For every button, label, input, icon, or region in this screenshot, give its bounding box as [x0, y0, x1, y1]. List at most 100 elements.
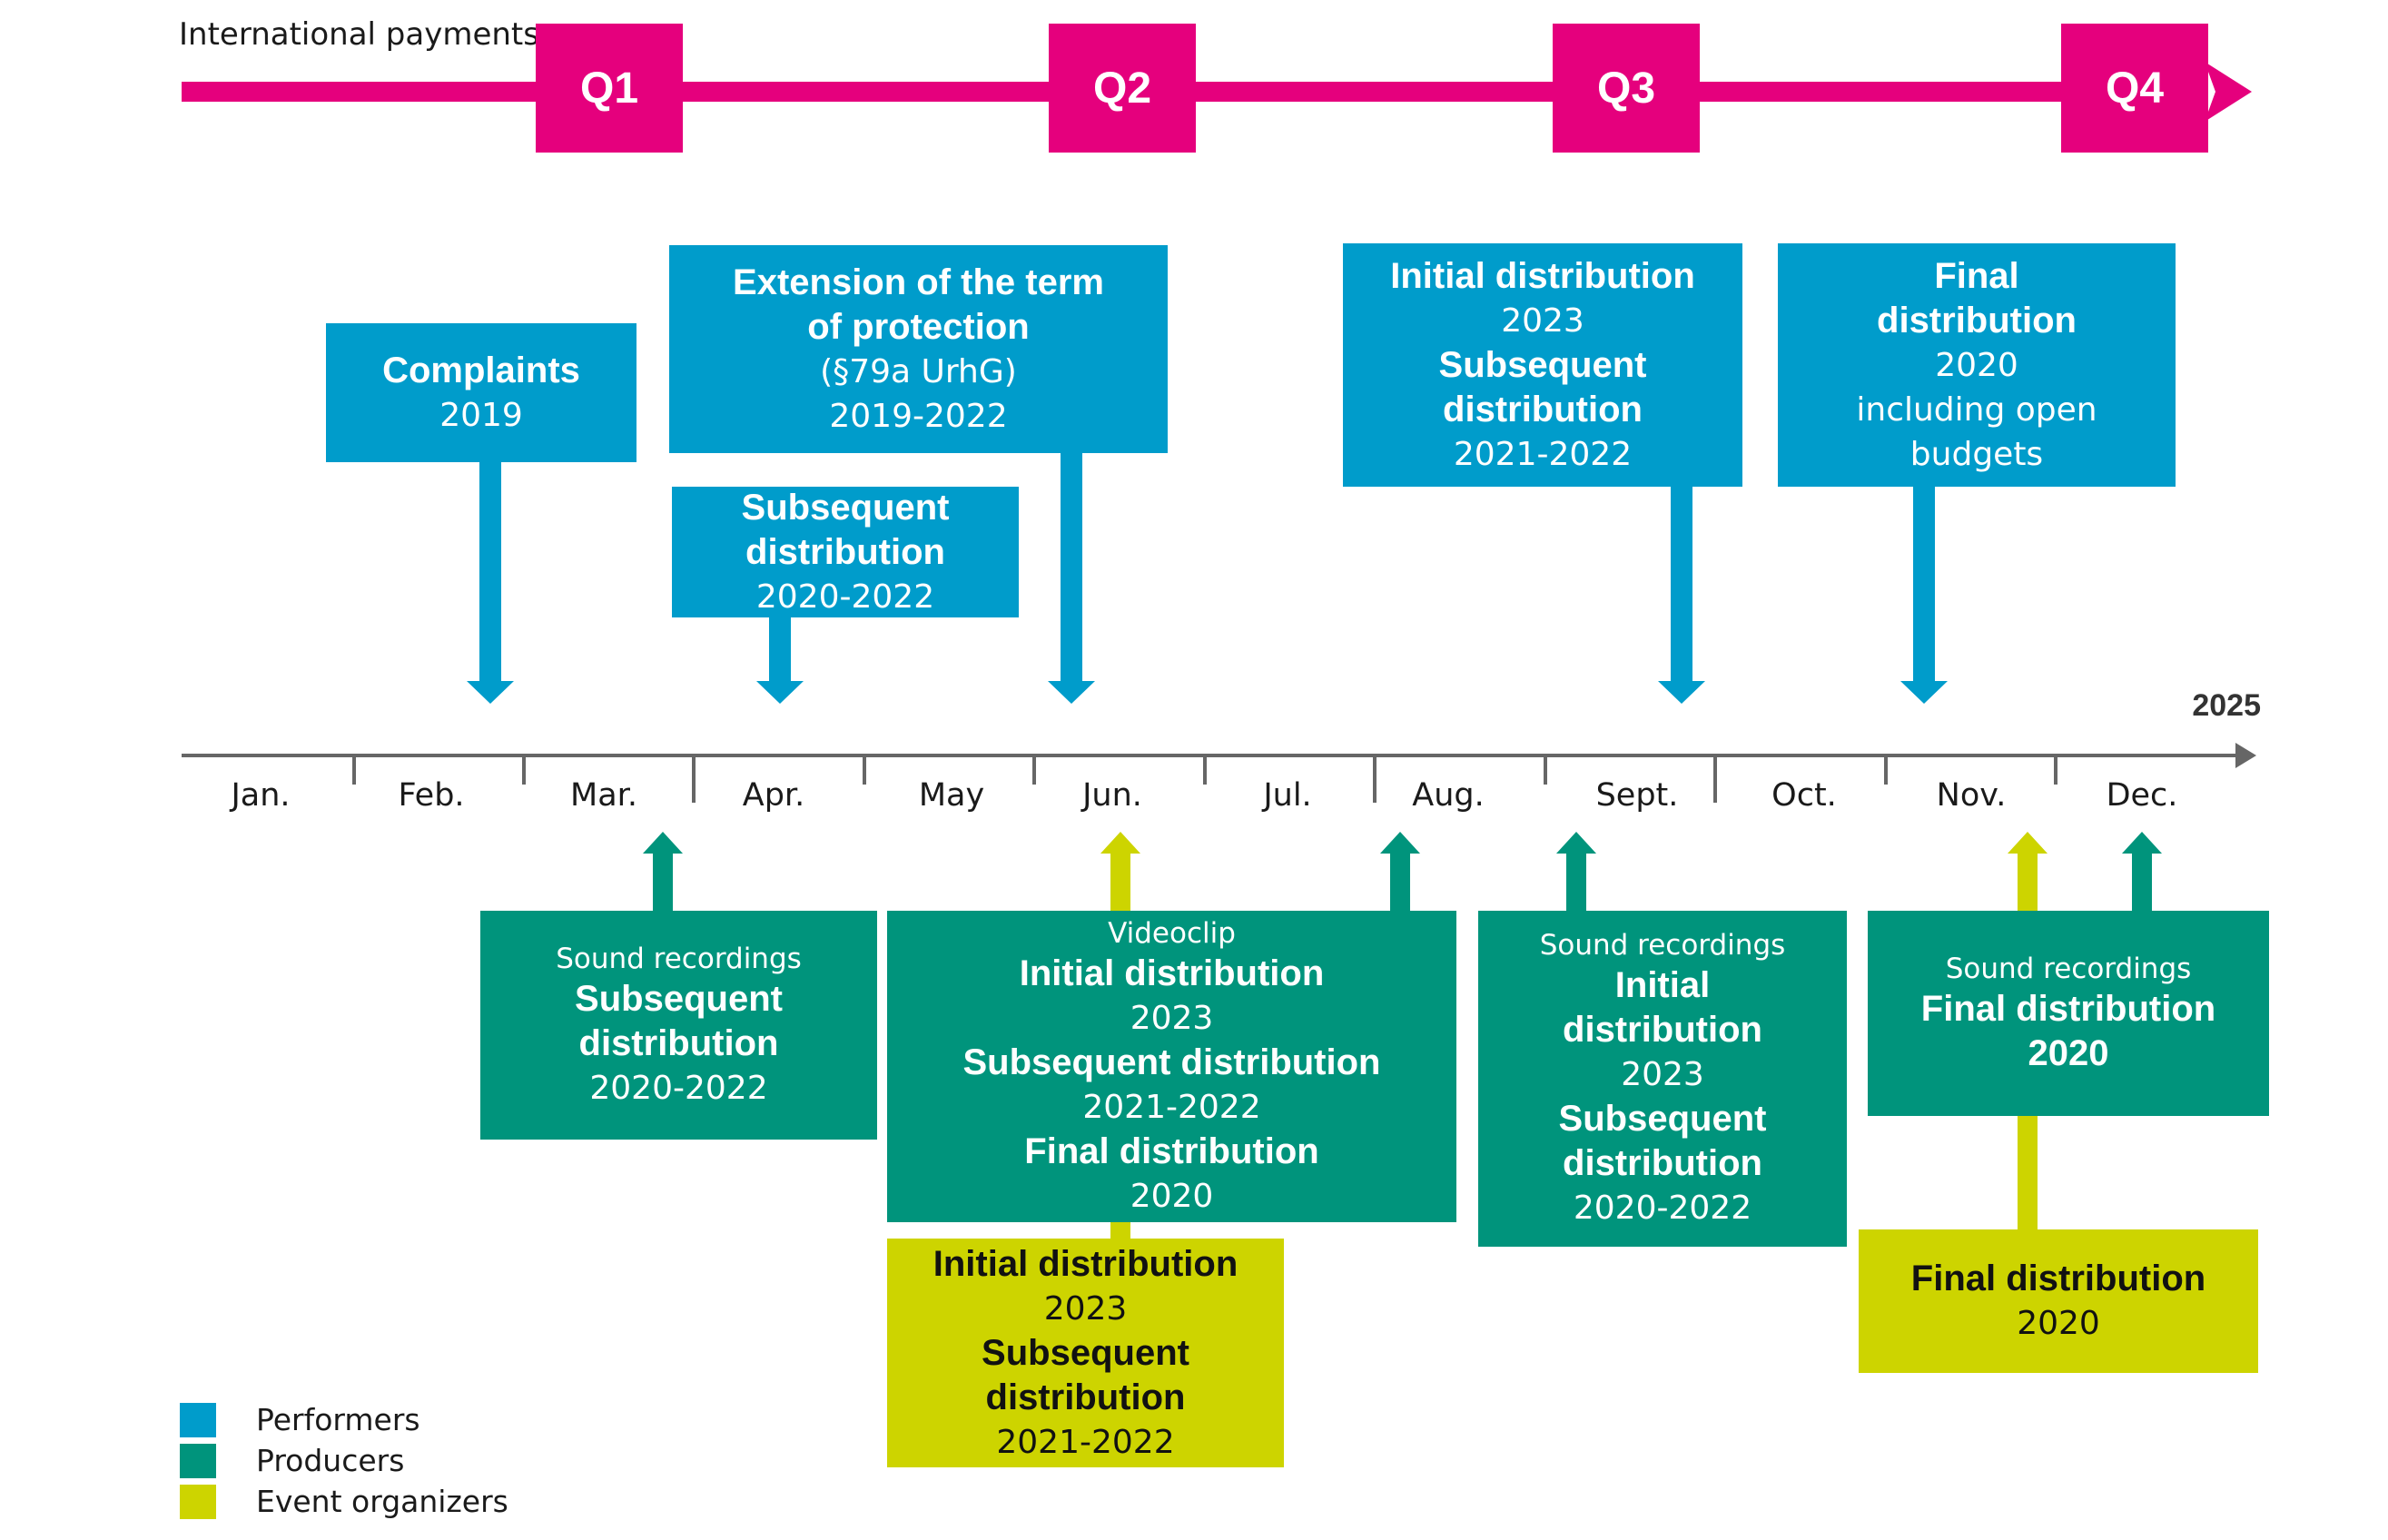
- box-title: Subsequent distribution: [575, 978, 783, 1063]
- box-note: including open budgets: [1856, 390, 2097, 473]
- producers-mar-box: Sound recordings Subsequent distribution…: [480, 911, 877, 1140]
- arrow-dec-shaft: [2132, 852, 2152, 912]
- month-jan: Jan.: [231, 777, 291, 814]
- box-category: Sound recordings: [556, 942, 802, 975]
- arrow-nov-up-shaft: [2018, 852, 2038, 912]
- performers-nov-box: Final distribution 2020 including open b…: [1778, 243, 2176, 487]
- month-axis-arrowhead: [2235, 743, 2256, 768]
- arrow-aug-head: [1380, 832, 1420, 854]
- month-feb: Feb.: [398, 777, 465, 814]
- performers-sept-box: Initial distribution 2023 Subsequent dis…: [1343, 243, 1742, 487]
- box-year-1: 2023: [1621, 1056, 1704, 1093]
- month-oct: Oct.: [1771, 777, 1837, 814]
- box-law: (§79a UrhG): [820, 352, 1017, 390]
- performer-arrows: [467, 449, 1948, 704]
- producers-jun-box: Videoclip Initial distribution 2023 Subs…: [887, 911, 1456, 1222]
- arrow-mar-head: [643, 832, 683, 854]
- event-organizers-nov-box: Final distribution 2020: [1859, 1229, 2258, 1373]
- arrow-nov-up-head: [2008, 832, 2048, 854]
- legend-swatch-event-organizers: [180, 1484, 216, 1519]
- arrow-nov-connector: [2018, 1111, 2038, 1231]
- legend-label: Event organizers: [256, 1484, 508, 1519]
- box-title: Subsequent distribution: [741, 487, 950, 572]
- quarter-q2: Q2: [1049, 24, 1196, 153]
- month-may: May: [918, 777, 985, 814]
- year-label: 2025: [2192, 688, 2261, 723]
- producer-arrows: [643, 832, 2162, 912]
- arrow-extension-head: [1048, 681, 1095, 704]
- event-organizers-jun-box: Initial distribution 2023 Subsequent dis…: [887, 1239, 1284, 1467]
- box-category: Sound recordings: [1539, 929, 1786, 962]
- arrow-dec-head: [2122, 832, 2162, 854]
- box-title: Extension of the term of protection: [733, 262, 1104, 347]
- month-jul: Jul.: [1263, 777, 1312, 814]
- arrow-complaints-shaft: [479, 454, 501, 685]
- box-years: 2020-2022: [589, 1069, 768, 1107]
- box-years-2: 2021-2022: [996, 1423, 1175, 1461]
- arrow-sept-up-shaft: [1566, 852, 1586, 912]
- box-category: Sound recordings: [1945, 953, 2192, 985]
- box-title-1: Initial distribution: [1019, 953, 1325, 993]
- box-title-1: Initial distribution: [1563, 965, 1762, 1050]
- box-years-2: 2021-2022: [1082, 1088, 1261, 1126]
- box-title-3: Final distribution: [1024, 1130, 1319, 1171]
- performers-subsequent-apr-box: Subsequent distribution 2020-2022: [672, 487, 1019, 617]
- arrow-sept-up-head: [1556, 832, 1596, 854]
- month-dec: Dec.: [2106, 777, 2178, 814]
- box-year-1: 2023: [1043, 1289, 1128, 1328]
- box-title-1: Initial distribution: [1390, 255, 1695, 296]
- arrow-sept-shaft: [1671, 481, 1692, 685]
- box-title: Final distribution: [1910, 1259, 2206, 1298]
- quarter-q3: Q3: [1553, 24, 1700, 153]
- quarter-q1: Q1: [536, 24, 683, 153]
- arrow-extension-shaft: [1061, 449, 1082, 685]
- arrow-jun-connector: [1110, 1217, 1130, 1244]
- quarter-q4: Q4: [2061, 24, 2208, 153]
- box-category: Videoclip: [1108, 916, 1236, 950]
- month-jun: Jun.: [1082, 777, 1142, 814]
- legend-performers: Performers: [180, 1402, 420, 1437]
- legend-label: Performers: [256, 1402, 420, 1437]
- month-mar: Mar.: [570, 777, 637, 814]
- arrow-sept-head: [1658, 681, 1705, 704]
- box-title-1: Initial distribution: [933, 1243, 1238, 1284]
- arrow-complaints-head: [467, 681, 514, 704]
- legend-producers: Producers: [180, 1443, 404, 1478]
- event-arrows: [1100, 832, 2048, 1244]
- legend-swatch-producers: [180, 1443, 216, 1478]
- performers-complaints-box: Complaints 2019: [326, 323, 636, 462]
- legend-swatch-performers: [180, 1402, 216, 1437]
- box-year-1: 2023: [1501, 301, 1584, 340]
- arrow-aug-shaft: [1390, 852, 1410, 912]
- box-title-2: Subsequent distribution: [982, 1332, 1189, 1417]
- box-year: 2020: [2028, 1033, 2109, 1073]
- month-nov: Nov.: [1936, 777, 2007, 814]
- arrow-subsequent-apr-head: [756, 681, 804, 704]
- arrow-jun-head: [1100, 832, 1140, 854]
- month-ticks: [352, 755, 2057, 803]
- box-years: 2020-2022: [755, 578, 935, 616]
- box-title-2: Subsequent distribution: [1438, 344, 1647, 429]
- month-sept: Sept.: [1595, 777, 1679, 814]
- box-title: Complaints: [382, 350, 580, 390]
- box-title: Final distribution: [1920, 989, 2216, 1029]
- legend-label: Producers: [256, 1443, 405, 1478]
- month-aug: Aug.: [1412, 777, 1485, 814]
- producers-dec-box: Sound recordings Final distribution 2020: [1868, 911, 2269, 1116]
- arrow-jun-shaft: [1110, 852, 1130, 912]
- international-payments-title: International payments: [179, 16, 539, 53]
- arrow-subsequent-apr-shaft: [769, 613, 791, 685]
- box-year-1: 2023: [1130, 999, 1214, 1037]
- arrow-nov-head: [1900, 681, 1948, 704]
- arrow-mar-shaft: [653, 852, 673, 912]
- box-year: 2019: [439, 396, 523, 434]
- month-apr: Apr.: [742, 777, 805, 814]
- box-years-2: 2021-2022: [1453, 435, 1633, 473]
- box-years-2: 2020-2022: [1573, 1190, 1752, 1227]
- box-title: Final distribution: [1877, 255, 2077, 341]
- international-arrowhead: [2205, 62, 2252, 122]
- box-years: 2019-2022: [829, 397, 1008, 435]
- box-year-3: 2020: [1130, 1177, 1214, 1215]
- box-title-2: Subsequent distribution: [962, 1041, 1381, 1082]
